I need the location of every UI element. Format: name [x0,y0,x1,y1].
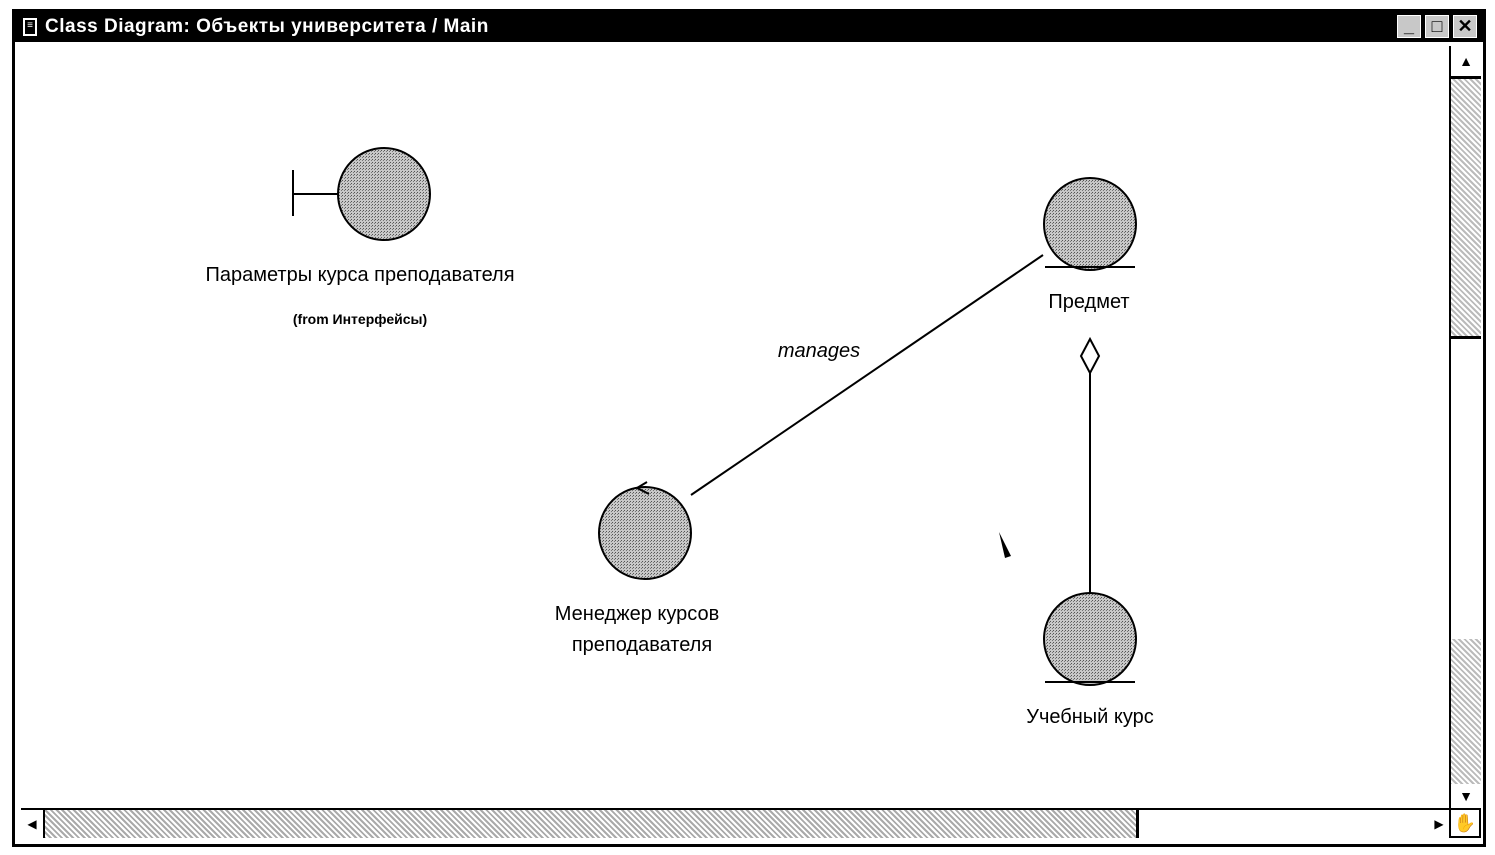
class-name: Предмет [1048,291,1129,313]
scroll-down-arrow-icon[interactable]: ▼ [1451,784,1481,808]
class-entity-uchebny-kurs[interactable]: Учебный курс [1026,592,1154,728]
aggregation-diamond-icon [1079,336,1101,376]
scroll-up-arrow-icon[interactable]: ▲ [1451,46,1481,79]
class-name-line1: Менеджер курсов [555,603,719,625]
class-package: (from Интерфейсы) [293,311,427,327]
control-arrow-icon [636,481,650,495]
vertical-scroll-thumb[interactable] [1451,336,1481,639]
horizontal-scroll-thumb[interactable] [1136,810,1429,838]
title-bar[interactable]: ≡ Class Diagram: Объекты университета / … [15,12,1483,42]
class-name: Параметры курса преподавателя [205,264,514,286]
mouse-cursor-icon [999,532,1011,558]
class-control-menedzher[interactable]: Менеджер курсов преподавателя [555,481,719,656]
window-title: Class Diagram: Объекты университета / Ma… [45,16,489,37]
document-icon: ≡ [23,18,37,36]
class-name: Учебный курс [1026,706,1154,728]
vertical-scrollbar[interactable]: ▲ ▼ [1449,46,1481,808]
class-name-line2: преподавателя [572,634,712,656]
class-boundary-parametry[interactable]: Параметры курса преподавателя (from Инте… [205,147,515,327]
horizontal-scrollbar[interactable]: ◀ ▶ [21,808,1449,838]
minimize-button[interactable]: _ [1397,15,1421,38]
scroll-left-arrow-icon[interactable]: ◀ [21,810,45,838]
hand-pan-icon[interactable]: ✋ [1449,808,1481,838]
diagram-canvas[interactable]: Параметры курса преподавателя (from Инте… [15,42,1451,807]
close-button[interactable]: ✕ [1453,15,1477,38]
class-entity-predmet[interactable]: Предмет [1043,177,1137,313]
maximize-button[interactable]: □ [1425,15,1449,38]
aggregation-relation[interactable] [1079,336,1101,594]
association-manages[interactable]: manages [690,254,1044,496]
class-diagram-window: ≡ Class Diagram: Объекты университета / … [12,9,1486,847]
association-label: manages [778,340,860,362]
scroll-right-arrow-icon[interactable]: ▶ [1429,810,1449,838]
